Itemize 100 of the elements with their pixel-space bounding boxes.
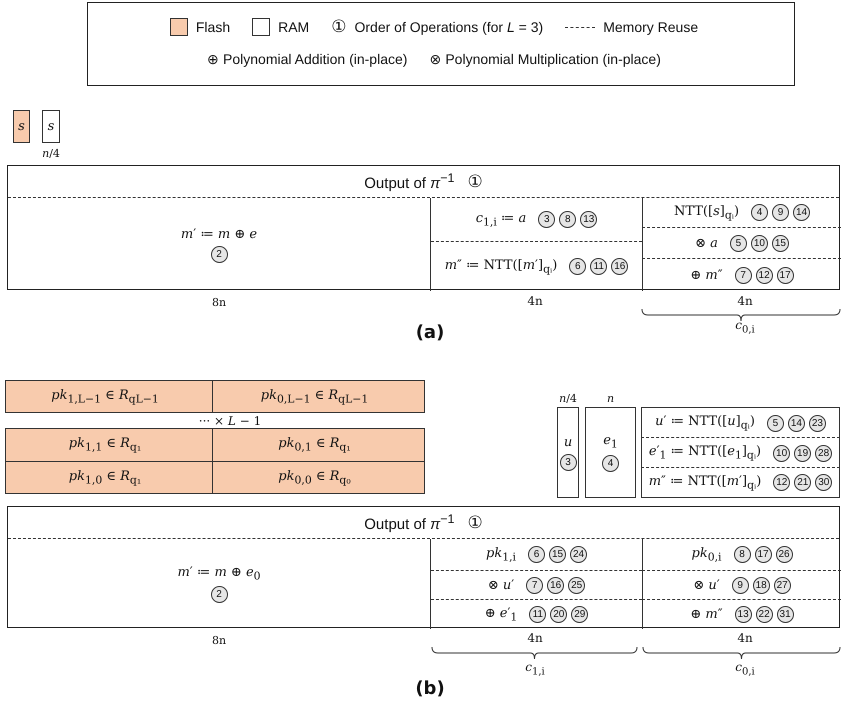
order-number: 28 <box>815 444 832 462</box>
cell-text: ⊕ m″ <box>690 607 723 622</box>
memory-cell <box>641 437 840 468</box>
memory-cell <box>642 227 841 258</box>
cell-text: u <box>564 434 572 450</box>
size-label: c$_{1,i}$ <box>525 660 545 678</box>
cell-text: pk$_{1,L−1}$ ∈ R$_{qL−1}$ <box>51 388 159 406</box>
memory-cell <box>642 258 841 291</box>
size-label: 4n <box>737 294 753 308</box>
order-number: 10 <box>750 234 768 252</box>
order-number: 14 <box>788 414 805 432</box>
order-number: 25 <box>568 576 586 594</box>
order-number: 9 <box>732 576 749 594</box>
cell-text: Output of π$^{−1}$ <box>364 512 454 533</box>
cell-text: m′ ≔ m ⊕ e$_{0}$ <box>177 564 261 582</box>
cell-text: ⊗ u′ <box>488 578 514 592</box>
order-number: 8 <box>559 211 576 228</box>
legend-text: ⊕ Polynomial Addition (in-place) <box>207 51 408 67</box>
repeat-note: ··· × L − 1 <box>198 414 262 428</box>
flash-block <box>13 110 30 143</box>
order-number: 4 <box>751 204 768 221</box>
cell-text: pk$_{1,0}$ ∈ R$_{q₁}$ <box>68 468 142 486</box>
cell-text: pk$_{0,0}$ ∈ R$_{q₀}$ <box>278 468 351 486</box>
panel-caption: (a) <box>416 322 444 343</box>
cell-text: e′$_{1}$ ≔ NTT([e$_{1}$]$_{qᵢ}$) <box>648 444 762 462</box>
size-label: 8n <box>212 634 226 647</box>
size-label: 4n <box>527 294 543 308</box>
size-label: 4n <box>737 631 753 645</box>
flash-cell <box>212 428 425 462</box>
legend-text: Order of Operations (for L = 3) <box>354 19 544 35</box>
order-number: 31 <box>776 606 794 623</box>
size-label: c$_{0,i}$ <box>735 318 755 336</box>
order-number: 6 <box>569 258 586 275</box>
size-label: 4n <box>527 631 543 645</box>
order-number: ① <box>467 512 483 532</box>
cell-text: NTT([s]$_{qᵢ}$) <box>674 204 740 222</box>
size-label: 8n <box>212 296 226 309</box>
order-number: 19 <box>794 444 812 462</box>
order-number: 16 <box>547 576 564 594</box>
size-label: c$_{0,i}$ <box>735 660 755 678</box>
cell-text: pk$_{0,i}$ <box>692 546 722 564</box>
order-number: 16 <box>611 258 628 275</box>
memory-cell <box>641 467 840 498</box>
order-number: 9 <box>772 204 790 221</box>
flash-cell <box>5 428 213 462</box>
size-label: n <box>606 392 614 405</box>
order-number: 13 <box>580 211 598 228</box>
order-number: 30 <box>815 474 832 491</box>
order-number: 8 <box>734 546 750 563</box>
legend-text: RAM <box>278 19 310 35</box>
order-number: 10 <box>773 444 790 462</box>
cell-text: pk$_{0,1}$ ∈ R$_{q₁}$ <box>278 436 351 454</box>
cell-text: pk$_{1,1}$ ∈ R$_{q₁}$ <box>68 436 142 454</box>
order-number: 12 <box>756 266 773 284</box>
cell-text: ⊗ u′ <box>693 578 720 592</box>
order-number: 7 <box>526 576 544 594</box>
cell-text: ⊕ e′$_{1}$ <box>484 606 518 624</box>
order-number: 22 <box>756 606 773 623</box>
flash-cell <box>5 461 213 494</box>
legend-text: Flash <box>196 19 230 35</box>
order-number: 23 <box>808 414 826 432</box>
cell-text: m″ ≔ NTT([m′]$_{qᵢ}$) <box>444 258 558 276</box>
memory-cell <box>642 599 841 629</box>
order-number: 18 <box>752 576 770 594</box>
order-number: 3 <box>538 211 556 228</box>
cell-text: s <box>48 119 54 134</box>
size-label: n/4 <box>42 147 60 160</box>
flash-cell <box>212 461 425 494</box>
memory-cell <box>642 570 841 599</box>
cell-text: ⊕ m″ <box>690 268 723 282</box>
panel-caption: (b) <box>415 678 445 699</box>
order-number: 5 <box>766 414 784 432</box>
order-number: 12 <box>773 474 790 491</box>
cell-text: c$_{1,i}$ ≔ a <box>476 210 526 228</box>
cell-text: u′ ≔ NTT([u]$_{qᵢ}$) <box>655 414 755 432</box>
order-number: 2 <box>210 586 228 604</box>
order-number: 3 <box>560 454 576 470</box>
order-number: 4 <box>602 454 619 472</box>
flash-cell <box>212 380 425 413</box>
order-number: 29 <box>571 606 588 623</box>
order-number: 17 <box>776 266 794 284</box>
order-number: 26 <box>776 546 792 563</box>
order-number: 21 <box>794 474 812 491</box>
cell-text: m″ ≔ NTT([m′]$_{qᵢ}$) <box>648 474 762 492</box>
order-number: 11 <box>529 606 546 623</box>
memory-cell <box>641 407 840 438</box>
cell-text: pk$_{0,L−1}$ ∈ R$_{qL−1}$ <box>260 388 368 406</box>
order-number: 27 <box>774 576 791 594</box>
order-number: 11 <box>590 258 608 275</box>
order-number: 5 <box>730 234 747 252</box>
cell-text: pk$_{1,i}$ <box>486 546 516 564</box>
order-number: 7 <box>734 266 752 284</box>
order-number: ① <box>467 172 483 192</box>
cell-text: ⊗ a <box>695 236 718 250</box>
order-number: 14 <box>793 204 810 221</box>
legend-text: Memory Reuse <box>603 19 698 35</box>
cell-text: m′ ≔ m ⊕ e <box>180 226 258 242</box>
order-number: 15 <box>772 234 789 252</box>
legend-text: ⊗ Polynomial Multiplication (in-place) <box>429 51 661 67</box>
cell-text: Output of π$^{−1}$ <box>364 171 454 192</box>
